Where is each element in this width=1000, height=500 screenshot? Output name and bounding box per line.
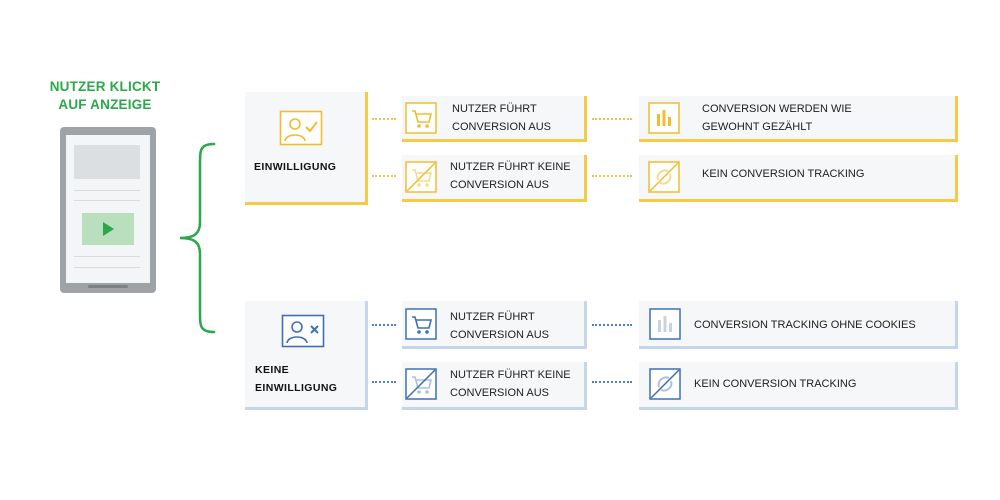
label-line: KEIN CONVERSION TRACKING <box>702 168 865 180</box>
person-x-icon <box>281 314 325 348</box>
curly-brace <box>179 142 216 334</box>
consent-action-2-label: NUTZER FÜHRT KEINE CONVERSION AUS <box>450 158 582 194</box>
tracking-off-icon <box>649 368 681 400</box>
label-line: KEIN CONVERSION TRACKING <box>694 378 857 390</box>
connector-dotted <box>592 118 632 120</box>
label-line: CONVERSION AUS <box>450 329 550 341</box>
text-line <box>74 190 140 191</box>
no-consent-action-1-label: NUTZER FÜHRT CONVERSION AUS <box>450 308 580 344</box>
label-line: NUTZER FÜHRT KEINE <box>450 369 571 381</box>
text-line <box>74 256 140 257</box>
consent-panel <box>245 92 368 205</box>
connector-dotted <box>372 324 396 326</box>
consent-result-1 <box>639 96 958 142</box>
consent-result-1-label: CONVERSION WERDEN WIE GEWOHNT GEZÄHLT <box>702 100 952 136</box>
connector-dotted <box>372 118 396 120</box>
cart-icon <box>405 102 437 134</box>
label-line: CONVERSION AUS <box>450 387 550 399</box>
label-line: NUTZER FÜHRT <box>450 311 535 323</box>
person-check-icon <box>279 110 323 146</box>
tracking-off-icon <box>648 161 680 193</box>
consent-result-2-label: KEIN CONVERSION TRACKING <box>702 165 952 183</box>
consent-result-2 <box>639 155 958 202</box>
phone-illustration <box>60 127 156 293</box>
bar-chart-icon <box>648 102 680 134</box>
headline-line-1: NUTZER KLICKT <box>49 79 161 94</box>
label-line: CONVERSION TRACKING OHNE COOKIES <box>694 319 916 331</box>
label-line: NUTZER FÜHRT <box>452 103 537 115</box>
phone-home-bar <box>88 285 128 288</box>
connector-dotted <box>592 324 632 326</box>
connector-dotted <box>372 175 396 177</box>
connector-dotted <box>372 381 396 383</box>
no-consent-result-2-label: KEIN CONVERSION TRACKING <box>694 375 952 393</box>
headline-line-2: AUF ANZEIGE <box>58 97 152 112</box>
label-line: CONVERSION WERDEN WIE <box>702 103 852 115</box>
cart-icon <box>405 308 437 340</box>
headline: NUTZER KLICKT AUF ANZEIGE <box>30 78 180 114</box>
connector-dotted <box>592 175 632 177</box>
label-line: KEINE <box>255 364 290 376</box>
cart-crossed-icon <box>405 368 437 400</box>
no-consent-action-2-label: NUTZER FÜHRT KEINE CONVERSION AUS <box>450 366 582 402</box>
label-line: CONVERSION AUS <box>450 179 550 191</box>
video-ad[interactable] <box>82 213 134 245</box>
label-line: NUTZER FÜHRT KEINE <box>450 161 571 173</box>
consent-action-1-label: NUTZER FÜHRT CONVERSION AUS <box>452 100 582 136</box>
no-consent-result-1 <box>639 301 958 349</box>
text-line <box>74 200 140 201</box>
play-icon <box>103 222 114 236</box>
no-consent-label: KEINE EINWILLIGUNG <box>255 361 360 397</box>
label-line: GEWOHNT GEZÄHLT <box>702 121 813 133</box>
ad-image-placeholder <box>74 145 140 179</box>
label-line: EINWILLIGUNG <box>255 382 338 394</box>
phone-screen <box>66 135 150 283</box>
no-consent-result-1-label: CONVERSION TRACKING OHNE COOKIES <box>694 316 952 334</box>
cart-crossed-icon <box>405 161 437 193</box>
text-line <box>74 267 140 268</box>
connector-dotted <box>592 381 632 383</box>
consent-label: EINWILLIGUNG <box>254 161 337 173</box>
bar-chart-icon <box>649 308 681 340</box>
no-consent-result-2 <box>639 362 958 410</box>
label-line: CONVERSION AUS <box>452 121 552 133</box>
